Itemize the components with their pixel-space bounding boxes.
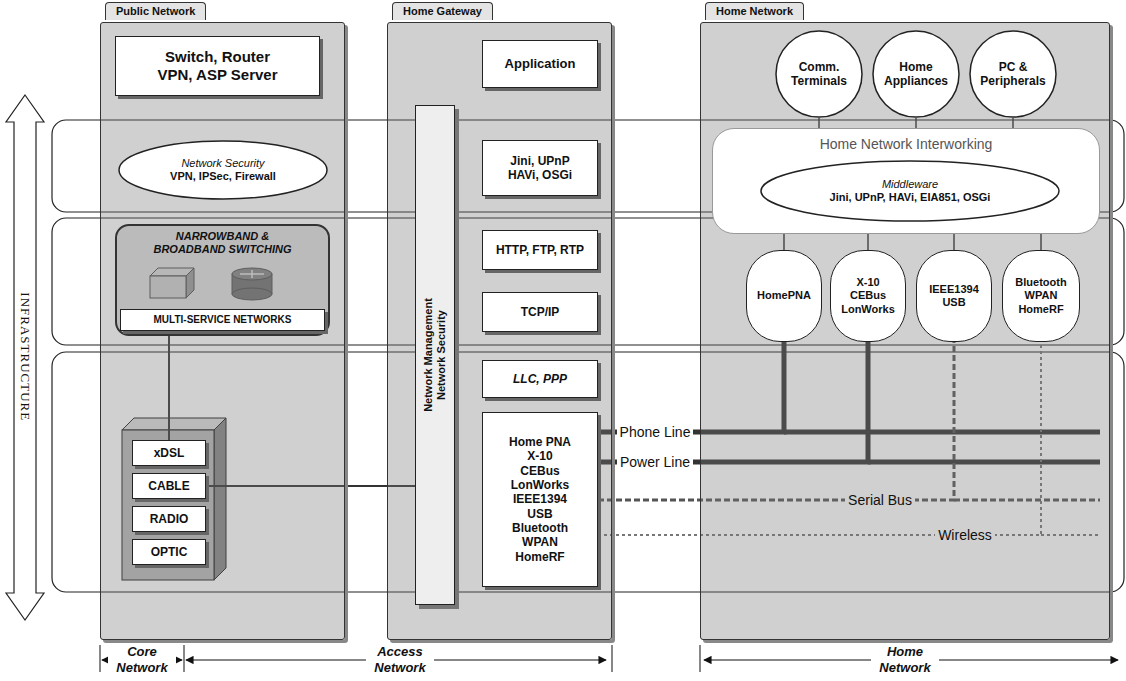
- node-label: HomePNA: [757, 289, 811, 302]
- access-medium: RADIO: [132, 506, 206, 532]
- device-circle: Comm. Terminals: [775, 30, 863, 118]
- server-box: Switch, RouterVPN, ASP Server: [115, 36, 320, 96]
- wire-label: Serial Bus: [845, 492, 915, 509]
- home-panel: Home NetworkComm. TerminalsHome Applianc…: [700, 22, 1110, 640]
- network-pill: HomePNA: [746, 250, 822, 342]
- rotated-text-group: Network ManagementNetwork Security: [416, 106, 454, 604]
- node-label: TCP/IP: [521, 305, 560, 319]
- node-label: LonWorks: [841, 303, 895, 316]
- node-label: USB: [527, 507, 552, 521]
- node-label: VPN, ASP Server: [157, 66, 277, 84]
- node-label: CEBus: [850, 289, 886, 302]
- node-label: IEEE1394: [513, 492, 567, 506]
- wire-label: Wireless: [935, 527, 995, 544]
- node-label: Middleware: [882, 178, 938, 191]
- layer-box: HTTP, FTP, RTP: [482, 230, 598, 270]
- node-label: LonWorks: [511, 478, 569, 492]
- interworking-region: Home Network InterworkingMiddlewareJini,…: [712, 128, 1100, 234]
- node-label: MULTI-SERVICE NETWORKS: [154, 314, 292, 326]
- circle-shape: [970, 31, 1056, 117]
- node-label: HomeRF: [1018, 303, 1063, 316]
- network-panel: Public NetworkSwitch, RouterVPN, ASP Ser…: [100, 22, 345, 640]
- node-label: LLC, PPP: [513, 372, 567, 386]
- node-label: Bluetooth: [512, 521, 568, 535]
- management-bar: Network ManagementNetwork Security: [415, 105, 455, 605]
- access-medium: CABLE: [132, 473, 206, 499]
- node-label: NARROWBAND &: [176, 230, 270, 243]
- node-label: X-10: [527, 449, 552, 463]
- network-pill: X-10CEBusLonWorks: [830, 250, 906, 342]
- layer-box: Jini, UPnPHAVi, OSGi: [482, 140, 598, 196]
- node-label: xDSL: [154, 446, 185, 460]
- middleware-ellipse: MiddlewareJini, UPnP, HAVi, EIA851, OSGi: [760, 160, 1060, 222]
- node-label: Home Network Interworking: [820, 136, 993, 153]
- layer-box: TCP/IP: [482, 292, 598, 332]
- ellipse-shape: [761, 161, 1059, 221]
- scope-label: Home Network: [871, 644, 939, 675]
- circle-shape: [776, 31, 862, 117]
- node-label: USB: [942, 296, 965, 309]
- node-label: Switch, Router: [165, 48, 270, 66]
- node-label: Application: [505, 56, 576, 72]
- switching-box: NARROWBAND &BROADBAND SWITCHING MULTI-SER…: [115, 224, 330, 336]
- node-label: Network Security: [181, 157, 264, 170]
- gateway-panel: Home GatewayApplicationJini, UPnPHAVi, O…: [387, 22, 612, 640]
- node-label: Bluetooth: [1015, 276, 1066, 289]
- panel-tab-label: Home Network: [705, 2, 804, 20]
- node-label: Jini, UPnP: [510, 154, 569, 168]
- infrastructure-arrow: [6, 95, 44, 620]
- infrastructure-label: INFRASTRUCTURE: [17, 291, 33, 424]
- network-pill: BluetoothWPANHomeRF: [1002, 250, 1080, 342]
- node-label: HTTP, FTP, RTP: [496, 243, 584, 257]
- node-label: HAVi, OSGi: [508, 168, 572, 182]
- access-medium: OPTIC: [132, 539, 206, 565]
- access-medium: xDSL: [132, 440, 206, 466]
- physical-layer-box: Home PNAX-10CEBusLonWorksIEEE1394USBBlue…: [482, 412, 598, 587]
- layer-box: LLC, PPP: [482, 360, 598, 398]
- node-label: OPTIC: [151, 545, 188, 559]
- network-pill: IEEE1394USB: [916, 250, 992, 342]
- wire-label: Phone Line: [617, 424, 694, 441]
- node-label: Jini, UPnP, HAVi, EIA851, OSGi: [830, 191, 991, 204]
- node-label: VPN, IPSec, Firewall: [170, 170, 276, 183]
- node-label: Home PNA: [509, 435, 571, 449]
- node-label: WPAN: [522, 535, 558, 549]
- node-label: CABLE: [148, 479, 189, 493]
- panel-tab-label: Public Network: [105, 2, 206, 20]
- node-label: Network Security: [435, 310, 448, 400]
- service-box: MULTI-SERVICE NETWORKS: [120, 309, 325, 331]
- node-label: BROADBAND SWITCHING: [153, 243, 291, 256]
- layer-box: Application: [482, 40, 598, 88]
- node-label: HomeRF: [515, 550, 564, 564]
- node-label: IEEE1394: [929, 283, 979, 296]
- node-label: CEBus: [520, 464, 559, 478]
- circle-shape: [873, 31, 959, 117]
- device-circle: PC & Peripherals: [969, 30, 1057, 118]
- node-label: WPAN: [1025, 289, 1058, 302]
- node-label: RADIO: [150, 512, 189, 526]
- node-label: Network Management: [422, 298, 435, 412]
- node-label: Home Appliances: [878, 60, 954, 89]
- scope-label: Access Network: [366, 644, 434, 675]
- ellipse-shape: [119, 141, 327, 199]
- wire-label: Power Line: [617, 454, 693, 471]
- scope-label: Core Network: [108, 644, 176, 675]
- node-label: X-10: [856, 276, 879, 289]
- device-circle: Home Appliances: [872, 30, 960, 118]
- panel-tab-label: Home Gateway: [392, 2, 493, 20]
- security-ellipse: Network SecurityVPN, IPSec, Firewall: [118, 140, 328, 200]
- node-label: Comm. Terminals: [781, 60, 857, 89]
- node-label: PC & Peripherals: [975, 60, 1051, 89]
